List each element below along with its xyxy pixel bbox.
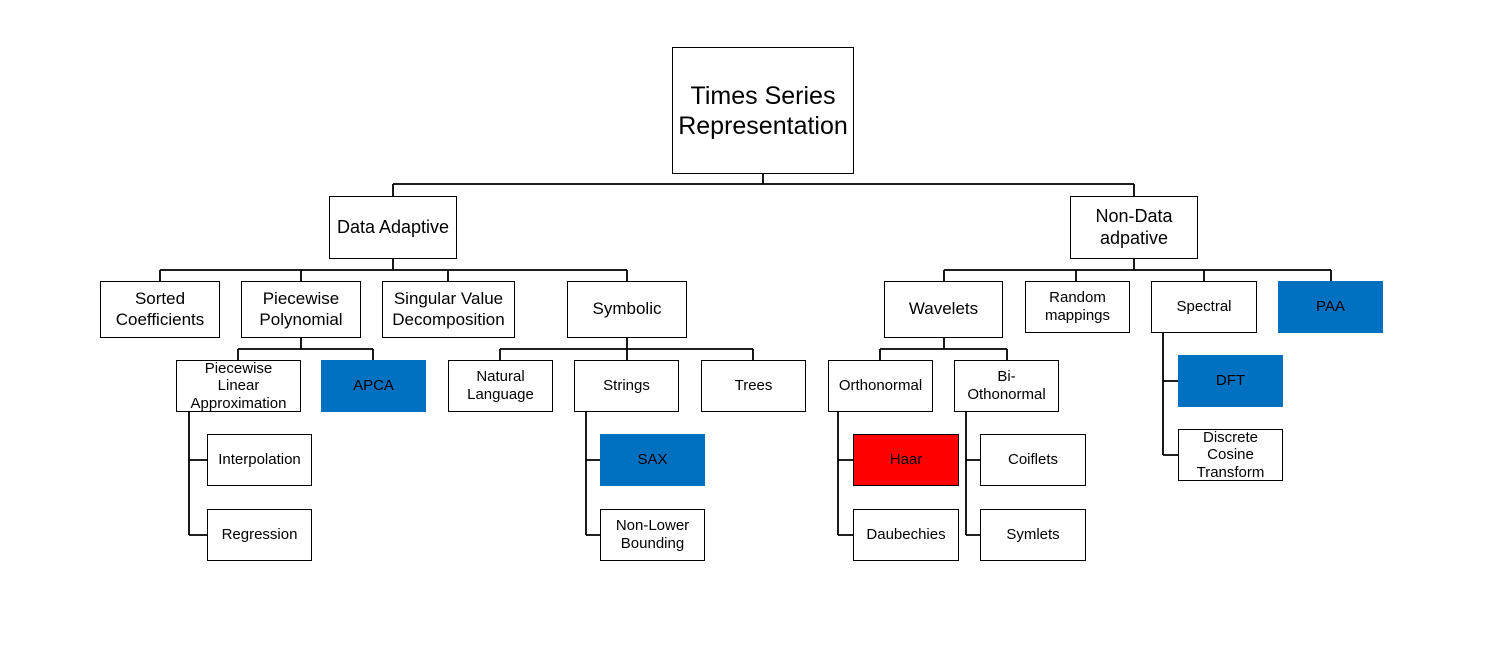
non-data-adaptive-node: Non-Data adpative (1070, 196, 1198, 259)
connector-piecewise-polynomial (237, 338, 374, 360)
discrete-cosine-transform-node: Discrete Cosine Transform (1178, 429, 1283, 481)
interpolation-node: Interpolation (207, 434, 312, 486)
data-adaptive-node: Data Adaptive (329, 196, 457, 259)
random-mappings-node: Random mappings (1025, 281, 1130, 333)
strings-node: Strings (574, 360, 679, 412)
symlets-node: Symlets (980, 509, 1086, 561)
non-lower-bounding-node: Non-Lower Bounding (600, 509, 705, 561)
dft-node: DFT (1178, 355, 1283, 407)
connector-strings (585, 412, 600, 536)
connector-pla (188, 412, 207, 536)
paa-node: PAA (1278, 281, 1383, 333)
trees-node: Trees (701, 360, 806, 412)
root-node: Times Series Representation (672, 47, 854, 174)
connector-root (392, 174, 1135, 196)
wavelets-node: Wavelets (884, 281, 1003, 338)
bi-othonormal-node: Bi- Othonormal (954, 360, 1059, 412)
connector-bi-othonormal (965, 412, 980, 536)
singular-value-decomposition-node: Singular Value Decomposition (382, 281, 515, 338)
piecewise-polynomial-node: Piecewise Polynomial (241, 281, 361, 338)
symbolic-node: Symbolic (567, 281, 687, 338)
daubechies-node: Daubechies (853, 509, 959, 561)
haar-node: Haar (853, 434, 959, 486)
apca-node: APCA (321, 360, 426, 412)
coiflets-node: Coiflets (980, 434, 1086, 486)
connector-symbolic (499, 338, 754, 360)
connector-non-data-adaptive (943, 259, 1332, 281)
sax-node: SAX (600, 434, 705, 486)
spectral-node: Spectral (1151, 281, 1257, 333)
connector-data-adaptive (159, 259, 628, 281)
sorted-coefficients-node: Sorted Coefficients (100, 281, 220, 338)
connector-spectral (1162, 333, 1178, 456)
piecewise-linear-approximation-node: Piecewise Linear Approximation (176, 360, 301, 412)
natural-language-node: Natural Language (448, 360, 553, 412)
connector-wavelets (879, 338, 1008, 360)
connector-orthonormal (837, 412, 853, 536)
regression-node: Regression (207, 509, 312, 561)
orthonormal-node: Orthonormal (828, 360, 933, 412)
